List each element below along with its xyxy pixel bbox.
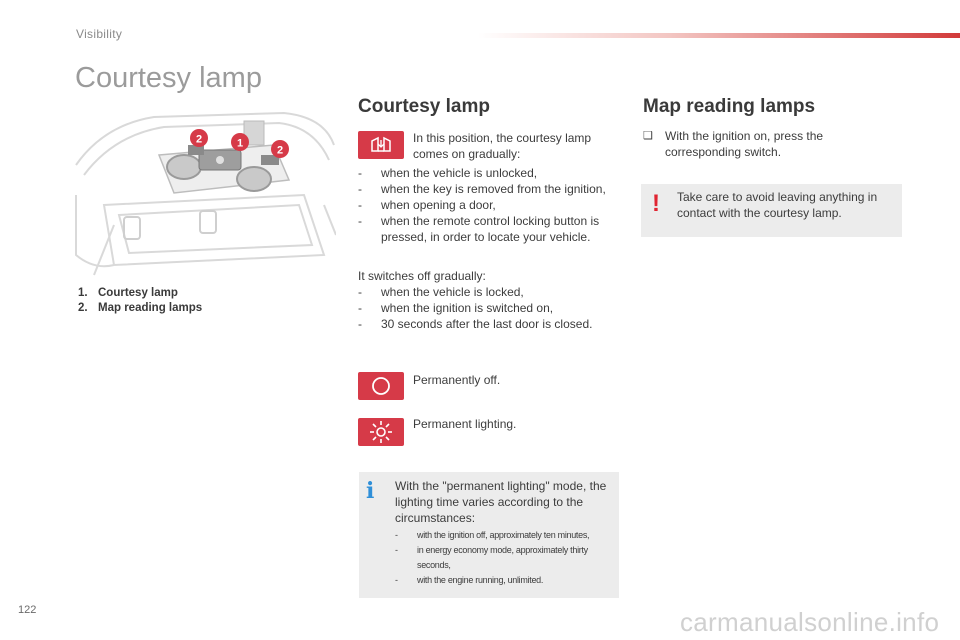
legend-item: 1.Courtesy lamp [78,287,178,299]
illustration-legend: 1.Courtesy lamp 2.Map reading lamps [78,286,202,316]
map-instruction: ❑With the ignition on, press the corresp… [643,129,824,159]
list-item: -with the engine running, unlimited. [395,575,544,585]
svg-text:2: 2 [277,145,283,157]
on-label: Permanent lighting. [413,417,517,431]
overhead-console-illustration: 2 1 2 [75,111,336,276]
warning-icon: ! [652,190,660,217]
info-icon: i [366,478,375,504]
door-mode-icon [358,131,404,159]
info-box [359,472,619,598]
list-item: -when the key is removed from the igniti… [358,182,606,196]
off-conditions-list: -when the vehicle is locked, -when the i… [358,284,620,332]
left-switch [123,216,141,240]
map-lamp-left [166,154,202,180]
svg-text:2: 2 [196,134,202,146]
courtesy-intro: In this position, the courtesy lamp come… [413,131,592,161]
page-title: Courtesy lamp [75,62,262,94]
header-accent-bar [478,33,960,38]
right-switch [199,210,217,234]
list-item: -when the remote control locking button … [358,214,600,244]
svg-text:1: 1 [237,138,243,150]
off-position-icon [358,372,404,400]
section-label: Visibility [76,27,123,41]
page-number: 122 [18,604,37,616]
list-item: -when opening a door, [358,198,496,212]
map-heading: Map reading lamps [643,96,816,117]
callout-1: 1 [231,133,249,151]
courtesy-heading: Courtesy lamp [358,96,490,117]
watermark: carmanualsonline.info [680,607,940,637]
info-list: -with the ignition off, approximately te… [395,528,617,588]
info-text: With the "permanent lighting" mode, the … [395,479,607,525]
list-item: -when the vehicle is unlocked, [358,166,538,180]
list-item: -when the vehicle is locked, [358,285,524,299]
warning-text: Take care to avoid leaving anything in c… [677,190,878,220]
legend-item: 2.Map reading lamps [78,302,203,314]
list-item: -when the ignition is switched on, [358,301,554,315]
callout-2-right: 2 [271,140,289,158]
map-lamp-right [236,166,272,192]
lens [243,120,265,146]
callout-2-left: 2 [190,129,208,147]
warning-box [641,184,902,237]
list-item: -in energy economy mode, approximately t… [395,545,588,570]
list-item: -30 seconds after the last door is close… [358,317,593,331]
off-label: Permanently off. [413,373,501,387]
off-intro: It switches off gradually: [358,269,486,283]
list-item: -with the ignition off, approximately te… [395,530,590,540]
on-conditions-list: -when the vehicle is unlocked, -when the… [358,165,620,245]
permanent-lighting-icon [358,418,404,446]
checkbox-bullet-icon: ❑ [643,130,653,142]
